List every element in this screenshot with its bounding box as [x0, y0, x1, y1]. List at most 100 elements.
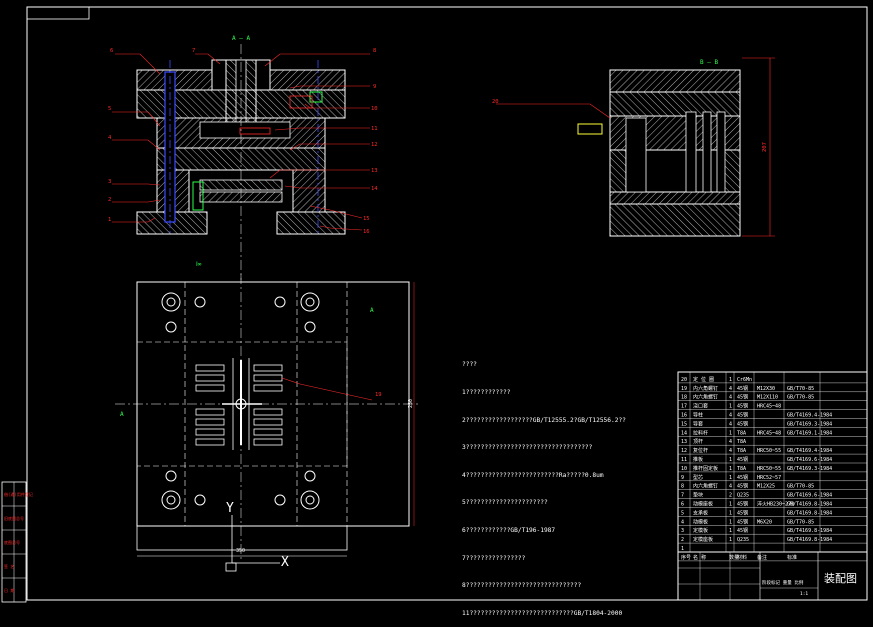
bom-cell: 定 位 圈 [693, 376, 714, 383]
bom-cell: 5 [681, 510, 684, 516]
note-line: 6????????????GB/T196-1987 [462, 526, 556, 534]
note-line: 7???????????????? [462, 554, 526, 562]
bom-cell: 4 [729, 439, 732, 445]
bom-cell: 17 [681, 404, 687, 410]
strip-label-4: 签 名 [4, 563, 14, 569]
bom-cell: 推杆固定板 [693, 465, 718, 472]
bom-cell: 18 [681, 395, 687, 401]
bom-cell: 4 [729, 395, 732, 401]
bom-cell: 45钢 [737, 518, 748, 525]
bom-cell: 材料 [737, 554, 747, 561]
bom-cell: GB/T70-85 [787, 395, 814, 401]
cavity-insert [253, 418, 283, 426]
bom-cell: M12X110 [757, 395, 778, 401]
axis-a-right: A [370, 307, 374, 314]
note-line: 11????????????????????????????GB/T1804-2… [462, 609, 623, 617]
bom-cell: M12X25 [757, 484, 775, 490]
callout-9: 9 [373, 84, 376, 90]
bom-cell: 内六角螺钉 [693, 394, 718, 401]
bom-cell: 定模板 [693, 527, 708, 534]
sheet-scale: 1:1 [800, 591, 808, 597]
note-line: 8??????????????????????????????? [462, 582, 582, 590]
bom-cell: 淬火HB230~270 [757, 501, 794, 508]
bom-cell: 15 [681, 421, 687, 427]
bom-cell: 导柱 [693, 412, 703, 419]
section-title-aa: A — A [232, 35, 250, 42]
bom-cell: 4 [729, 484, 732, 490]
plan-view: Ⅰ∞ A A 19 250 [115, 261, 420, 572]
bom-cell: Q235 [737, 493, 749, 499]
bom-cell: 45钢 [737, 385, 748, 392]
bom-cell: 内六角螺钉 [693, 385, 718, 392]
dim-height-207: 207 [762, 142, 768, 152]
callout-1: 1 [108, 217, 111, 223]
note-line: 2??????????????????GB/T12555.2?GB/T12556… [462, 416, 626, 424]
callout-15: 15 [363, 216, 370, 222]
bom-cell: HRC52~57 [757, 475, 781, 481]
bom-cell: 导套 [693, 420, 703, 427]
cavity-insert [253, 408, 283, 416]
dim-plan-height: 250 [408, 399, 414, 408]
bom-cell: 内六角螺钉 [693, 483, 718, 490]
bom-cell: 8 [681, 484, 684, 490]
bom-cell: 复位杆 [693, 447, 708, 454]
note-line: 5?????????????????????? [462, 499, 548, 507]
bom-cell: GB/T4169.3-1984 [787, 466, 832, 472]
bom-cell: 4 [729, 448, 732, 454]
dim-plan-width: 350 [236, 548, 245, 554]
bom-cell: 动模座板 [693, 501, 713, 508]
cavity-insert [195, 408, 225, 416]
bom-cell: 1 [729, 510, 732, 516]
note-line: 1???????????? [462, 389, 511, 396]
callout-12: 12 [371, 142, 378, 148]
bom-cell: T8A [737, 430, 746, 436]
bom-cell: 13 [681, 439, 687, 445]
callout-16: 16 [363, 229, 370, 235]
drawing-border-outer [26, 6, 868, 601]
callout-13: 13 [371, 168, 378, 174]
bom-cell: 20 [681, 377, 687, 383]
cavity-insert [195, 364, 225, 372]
side-section-view: B — B 207 20 [492, 57, 775, 237]
bom-cell: GB/T4169.4-1984 [787, 448, 832, 454]
bom-cell: 推板 [693, 456, 703, 463]
bom-cell: 1 [729, 502, 732, 508]
section-title-bb: B — B [700, 59, 718, 66]
bom-cell: 45钢 [737, 527, 748, 534]
bom-cell: GB/T70-85 [787, 519, 814, 525]
bom-cell: 45钢 [737, 501, 748, 508]
axis-y-label: Y [226, 501, 234, 516]
bom-cell: 支承板 [693, 509, 708, 516]
bom-cell: 1 [729, 430, 732, 436]
drawing-title: 装配图 [824, 572, 857, 585]
callout-6: 6 [110, 48, 113, 54]
bom-cell: 2 [681, 537, 684, 543]
cavity-insert [253, 428, 283, 436]
scale-labels: 阶段标记 重量 比例 [762, 579, 804, 586]
bom-cell: 7 [681, 493, 684, 499]
callout-14: 14 [371, 186, 378, 192]
callout-5: 5 [108, 106, 111, 112]
bom-cell: T8A [737, 448, 746, 454]
bom-cell: 4 [681, 519, 684, 525]
note-line: ???? [462, 361, 477, 369]
bom-cell: 45钢 [737, 420, 748, 427]
bom-cell: 数量 [729, 554, 739, 561]
strip-label-5: 日 期 [4, 587, 14, 593]
bom-cell: 1 [729, 528, 732, 534]
bom-cell: T8A [737, 466, 746, 472]
bom-cell: 45钢 [737, 483, 748, 490]
bom-cell: T8A [737, 439, 746, 445]
callout-8: 8 [373, 48, 376, 54]
cavity-insert [253, 374, 283, 382]
callout-20: 20 [492, 99, 499, 105]
bom-cell: 定模座板 [693, 536, 713, 543]
bom-cell: 45钢 [737, 403, 748, 410]
bom-cell: 19 [681, 386, 687, 392]
bom-cell: 11 [681, 457, 687, 463]
bom-cell: 45钢 [737, 394, 748, 401]
bom-cell: 14 [681, 430, 687, 436]
bom-cell: 1 [681, 546, 684, 552]
bom-cell: Cr6Mn [737, 377, 752, 383]
